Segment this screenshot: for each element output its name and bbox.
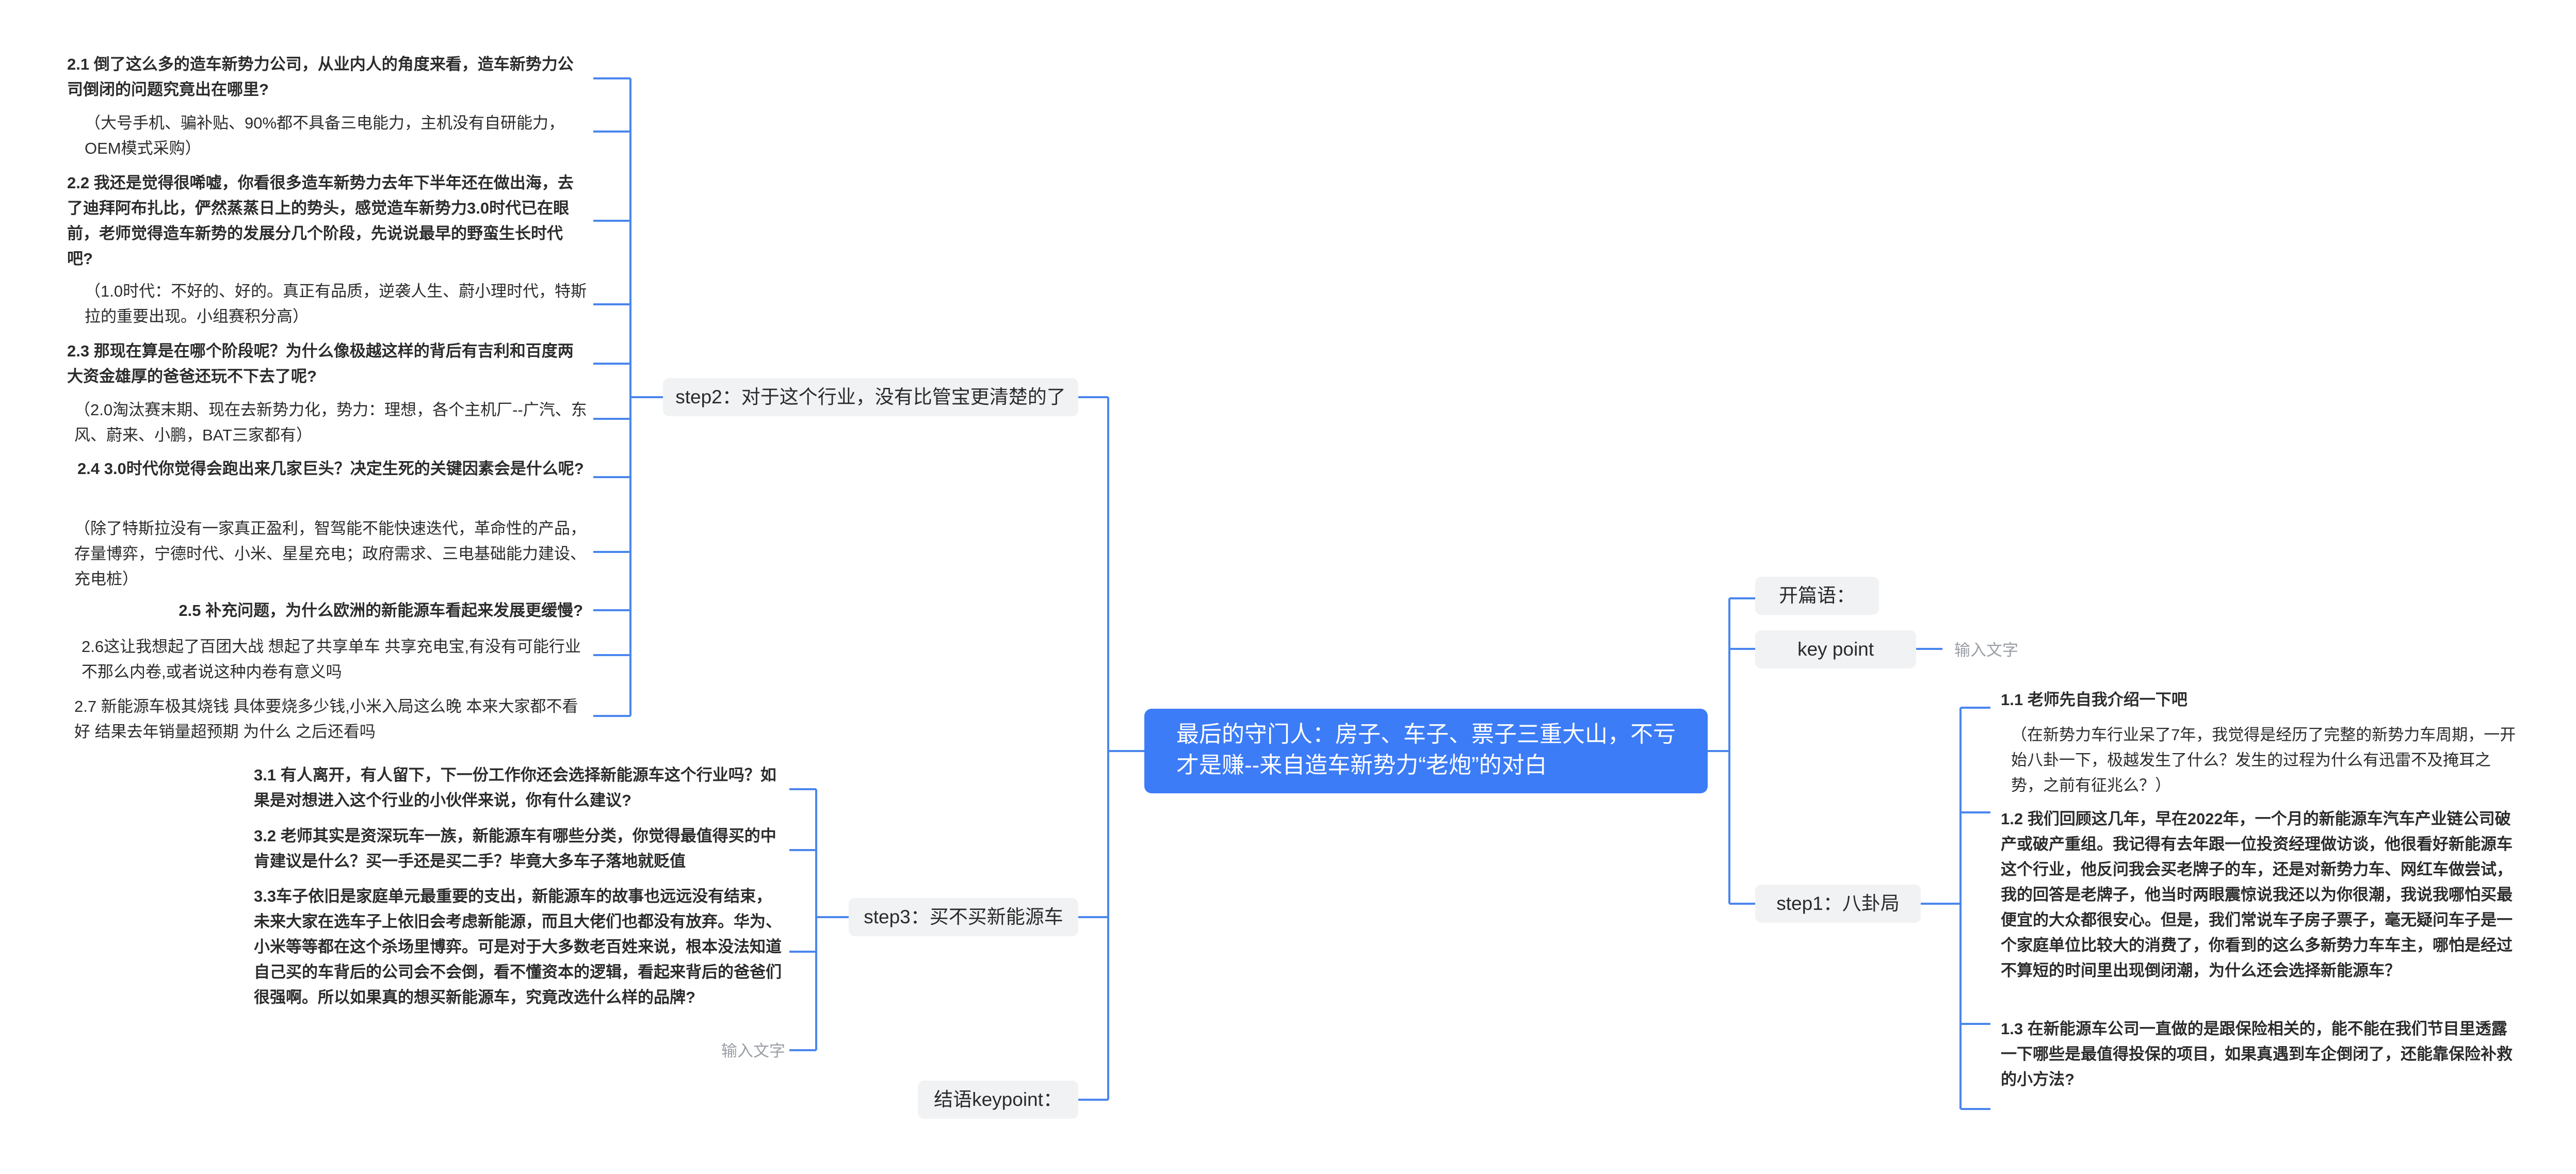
branch-step2[interactable]: step2：对于这个行业，没有比管宝更清楚的了 [663,378,1078,416]
step1-item-1-1-answer[interactable]: （在新势力车行业呆了7年，我觉得是经历了完整的新势力车周期，一开始八卦一下，极越… [2011,726,2516,794]
branch-step1[interactable]: step1：八卦局 [1755,885,1921,923]
step2-item-2-4-answer[interactable]: （除了特斯拉没有一家真正盈利，智驾能不能快速迭代，革命性的产品，存量博弈，宁德时… [74,519,586,588]
branch-step3-label: step3：买不买新能源车 [864,906,1063,927]
step2-item-2-2[interactable]: 2.2 我还是觉得很唏嘘，你看很多造车新势力去年下半年还在做出海，去了迪拜阿布扎… [67,174,574,268]
step2-item-2-5[interactable]: 2.5 补充问题，为什么欧洲的新能源车看起来发展更缓慢? [179,601,583,619]
step2-item-2-2-answer[interactable]: （1.0时代：不好的、好的。真正有品质，逆袭人生、蔚小理时代，特斯拉的重要出现。… [85,282,587,325]
branch-closing[interactable]: 结语keypoint： [918,1081,1078,1119]
step2-item-2-3-answer[interactable]: （2.0淘汰赛末期、现在去新势力化，势力：理想，各个主机厂--广汽、东风、蔚来、… [74,401,587,444]
branch-opening-label: 开篇语： [1779,585,1855,606]
step1-item-1-3[interactable]: 1.3 在新能源车公司一直做的是跟保险相关的，能不能在我们节目里透露一下哪些是最… [2001,1020,2513,1088]
branch-key-point-label: key point [1797,639,1874,660]
branch-key-point[interactable]: key point [1755,630,1916,668]
branch-closing-label: 结语keypoint： [934,1089,1062,1110]
branch-opening[interactable]: 开篇语： [1755,577,1879,615]
step1-item-1-1[interactable]: 1.1 老师先自我介绍一下吧 [2001,691,2188,709]
step2-item-2-1[interactable]: 2.1 倒了这么多的造车新势力公司，从业内人的角度来看，造车新势力公司倒闭的问题… [67,55,574,99]
step2-item-2-7[interactable]: 2.7 新能源车极其烧钱 具体要烧多少钱,小米入局这么晚 本来大家都不看好 结果… [74,697,578,741]
step2-item-2-6[interactable]: 2.6这让我想起了百团大战 想起了共享单车 共享充电宝,有没有可能行业不那么内卷… [82,638,581,681]
step3-item-3-3[interactable]: 3.3车子依旧是家庭单元最重要的支出，新能源车的故事也远远没有结束，未来大家在选… [254,887,782,1006]
root-node[interactable]: 最后的守门人：房子、车子、票子三重大山，不亏才是赚--来自造车新势力“老炮”的对… [1144,709,1708,793]
root-title: 最后的守门人：房子、车子、票子三重大山，不亏才是赚--来自造车新势力“老炮”的对… [1176,722,1676,778]
step3-placeholder[interactable]: 输入文字 [721,1042,785,1060]
key-point-placeholder[interactable]: 输入文字 [1954,641,2018,659]
branch-step1-label: step1：八卦局 [1776,893,1900,914]
step3-item-3-2[interactable]: 3.2 老师其实是资深玩车一族，新能源车有哪些分类，你觉得最值得买的中肯建议是什… [254,827,776,870]
step3-item-3-1[interactable]: 3.1 有人离开，有人留下，下一份工作你还会选择新能源车这个行业吗？如果是对想进… [254,766,776,809]
step1-item-1-2[interactable]: 1.2 我们回顾这几年，早在2022年，一个月的新能源车汽车产业链公司破产或破产… [2001,810,2513,980]
step2-item-2-4[interactable]: 2.4 3.0时代你觉得会跑出来几家巨头？决定生死的关键因素会是什么呢? [77,460,584,478]
branch-step2-label: step2：对于这个行业，没有比管宝更清楚的了 [675,386,1066,407]
step2-item-2-3[interactable]: 2.3 那现在算是在哪个阶段呢？为什么像极越这样的背后有吉利和百度两大资金雄厚的… [67,342,574,385]
step2-item-2-1-answer[interactable]: （大号手机、骗补贴、90%都不具备三电能力，主机没有自研能力，OEM模式采购） [85,114,565,157]
branch-step3[interactable]: step3：买不买新能源车 [849,898,1078,936]
